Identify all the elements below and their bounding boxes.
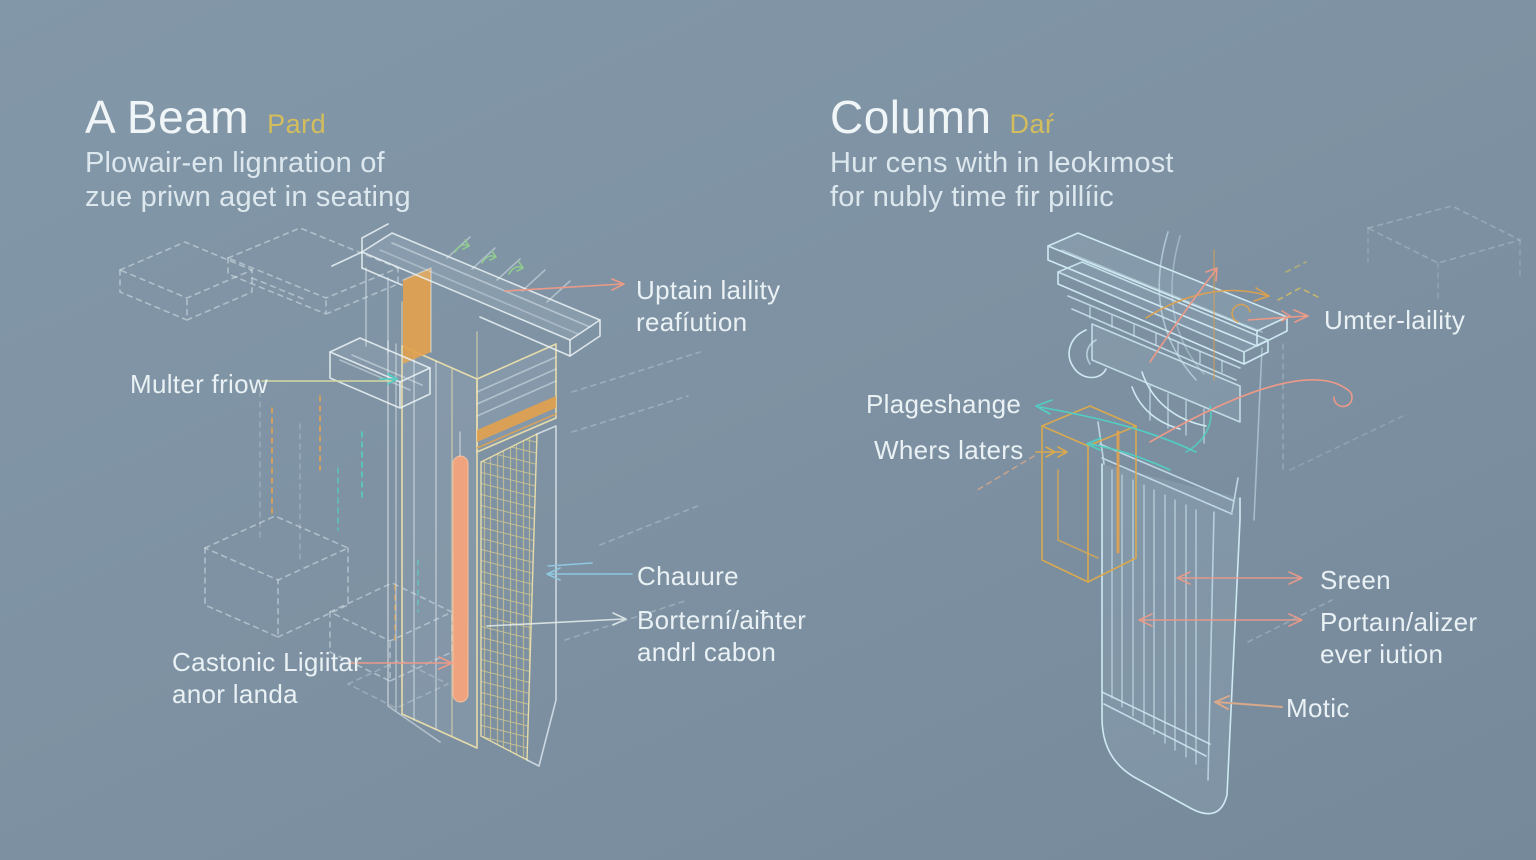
column-yellow-dashes [1277,261,1319,301]
column-ghost-frames [1247,205,1521,643]
left-subtitle: Plowair-en lignration of zue priwn aget … [85,146,411,214]
label-portain-line1: Portaın/alizer [1320,607,1478,637]
uptain-arrow [504,278,625,292]
left-title-block: A Beam Pard [85,90,326,144]
beam-squiggle-arrows [454,239,524,275]
label-chauure: Chauure [637,561,739,591]
right-title: Column [830,91,992,143]
label-multer: Multer friow [130,369,268,399]
rebar-bar [452,455,469,703]
right-title-block: Column Daŕ [830,90,1055,144]
right-title-tag: Daŕ [1009,109,1055,139]
beam-soffit-box [329,267,431,409]
label-uptain-line1: Uptain laility [636,275,781,305]
label-uptain: Uptain laility reafíution [636,274,780,338]
left-title: A Beam [85,91,250,143]
label-motic: Motic [1286,693,1350,723]
beam-colored-dashes [271,395,419,641]
left-subtitle-line1: Plowair-en lignration of [85,147,385,179]
multer-arrowhead [379,373,398,385]
castonic-arrow [346,656,453,670]
column-shaft [1101,463,1241,815]
label-whers: Whers laters [874,435,1024,465]
right-subtitle-line2: for nubly time fir pillíic [830,181,1114,213]
column-orange-curl [1145,287,1270,323]
column-label-arrows [1138,309,1309,710]
label-umter: Umter-laility [1324,305,1466,335]
sreen-arrow [1176,571,1303,585]
left-title-tag: Pard [267,109,327,139]
column-teal-arrows [1035,399,1212,471]
motic-arrow [1214,695,1283,710]
portain-arrow [1138,613,1303,627]
label-bortern-line2: andrl cabon [637,637,777,667]
column-salmon-curves [1149,267,1353,443]
label-castonic-line2: anor landa [172,679,298,709]
label-portain: Portaın/alizer ever iution [1320,606,1477,670]
label-castonic: Castonic Ligiitar anor landa [172,646,362,710]
right-subtitle: Hur cens with in leokımost for nubly tim… [830,146,1174,214]
column-capital [1047,231,1288,521]
label-castonic-line1: Castonic Ligiitar [172,647,363,677]
left-subtitle-line2: zue priwn aget in seating [85,181,411,213]
beam-leader-arrows [261,278,633,670]
label-uptain-line2: reafíution [636,307,748,337]
column-yellow-box [973,405,1137,583]
dashed-tail [973,455,1035,493]
column-diagram [973,205,1521,815]
label-plageshange: Plageshange [866,389,1022,419]
beam-plank [331,223,601,357]
yellow-box-arrow [1035,446,1068,458]
plageshange-arrow [1035,399,1197,453]
beam-diagram [119,223,701,767]
beam-wall [387,267,557,767]
chauure-arrow [546,562,633,581]
label-sreen: Sreen [1320,565,1391,595]
bortern-arrow [486,612,627,627]
label-portain-line2: ever iution [1320,639,1444,669]
label-bortern: Borterní/aiħter andrl cabon [637,604,806,668]
right-subtitle-line1: Hur cens with in leokımost [830,147,1174,179]
umter-arrow [1247,309,1309,323]
label-bortern-line1: Borterní/aiħter [637,605,807,635]
